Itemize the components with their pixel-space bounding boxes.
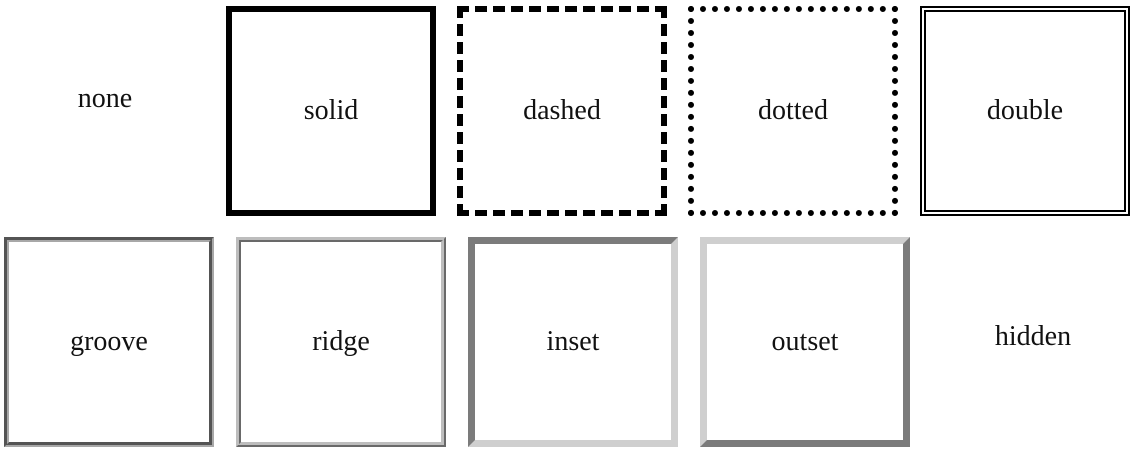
box-label-inset: inset	[546, 326, 600, 357]
box-label-outset: outset	[771, 326, 839, 357]
box-none: none	[0, 0, 210, 210]
box-outset: outset	[700, 237, 910, 447]
box-inset: inset	[468, 237, 678, 447]
box-ridge: ridge	[236, 237, 446, 447]
box-label-groove: groove	[70, 326, 148, 357]
box-dashed: dashed	[457, 6, 667, 216]
box-label-hidden: hidden	[994, 321, 1072, 352]
box-hidden: hidden	[928, 232, 1138, 442]
box-solid: solid	[226, 6, 436, 216]
box-dotted: dotted	[688, 6, 898, 216]
box-label-dotted: dotted	[758, 95, 828, 126]
box-label-double: double	[986, 95, 1064, 126]
box-label-solid: solid	[303, 95, 359, 126]
box-label-none: none	[77, 83, 133, 114]
box-label-dashed: dashed	[523, 95, 601, 126]
box-label-ridge: ridge	[312, 326, 370, 357]
box-groove: groove	[4, 237, 214, 447]
box-double: double	[920, 6, 1130, 216]
